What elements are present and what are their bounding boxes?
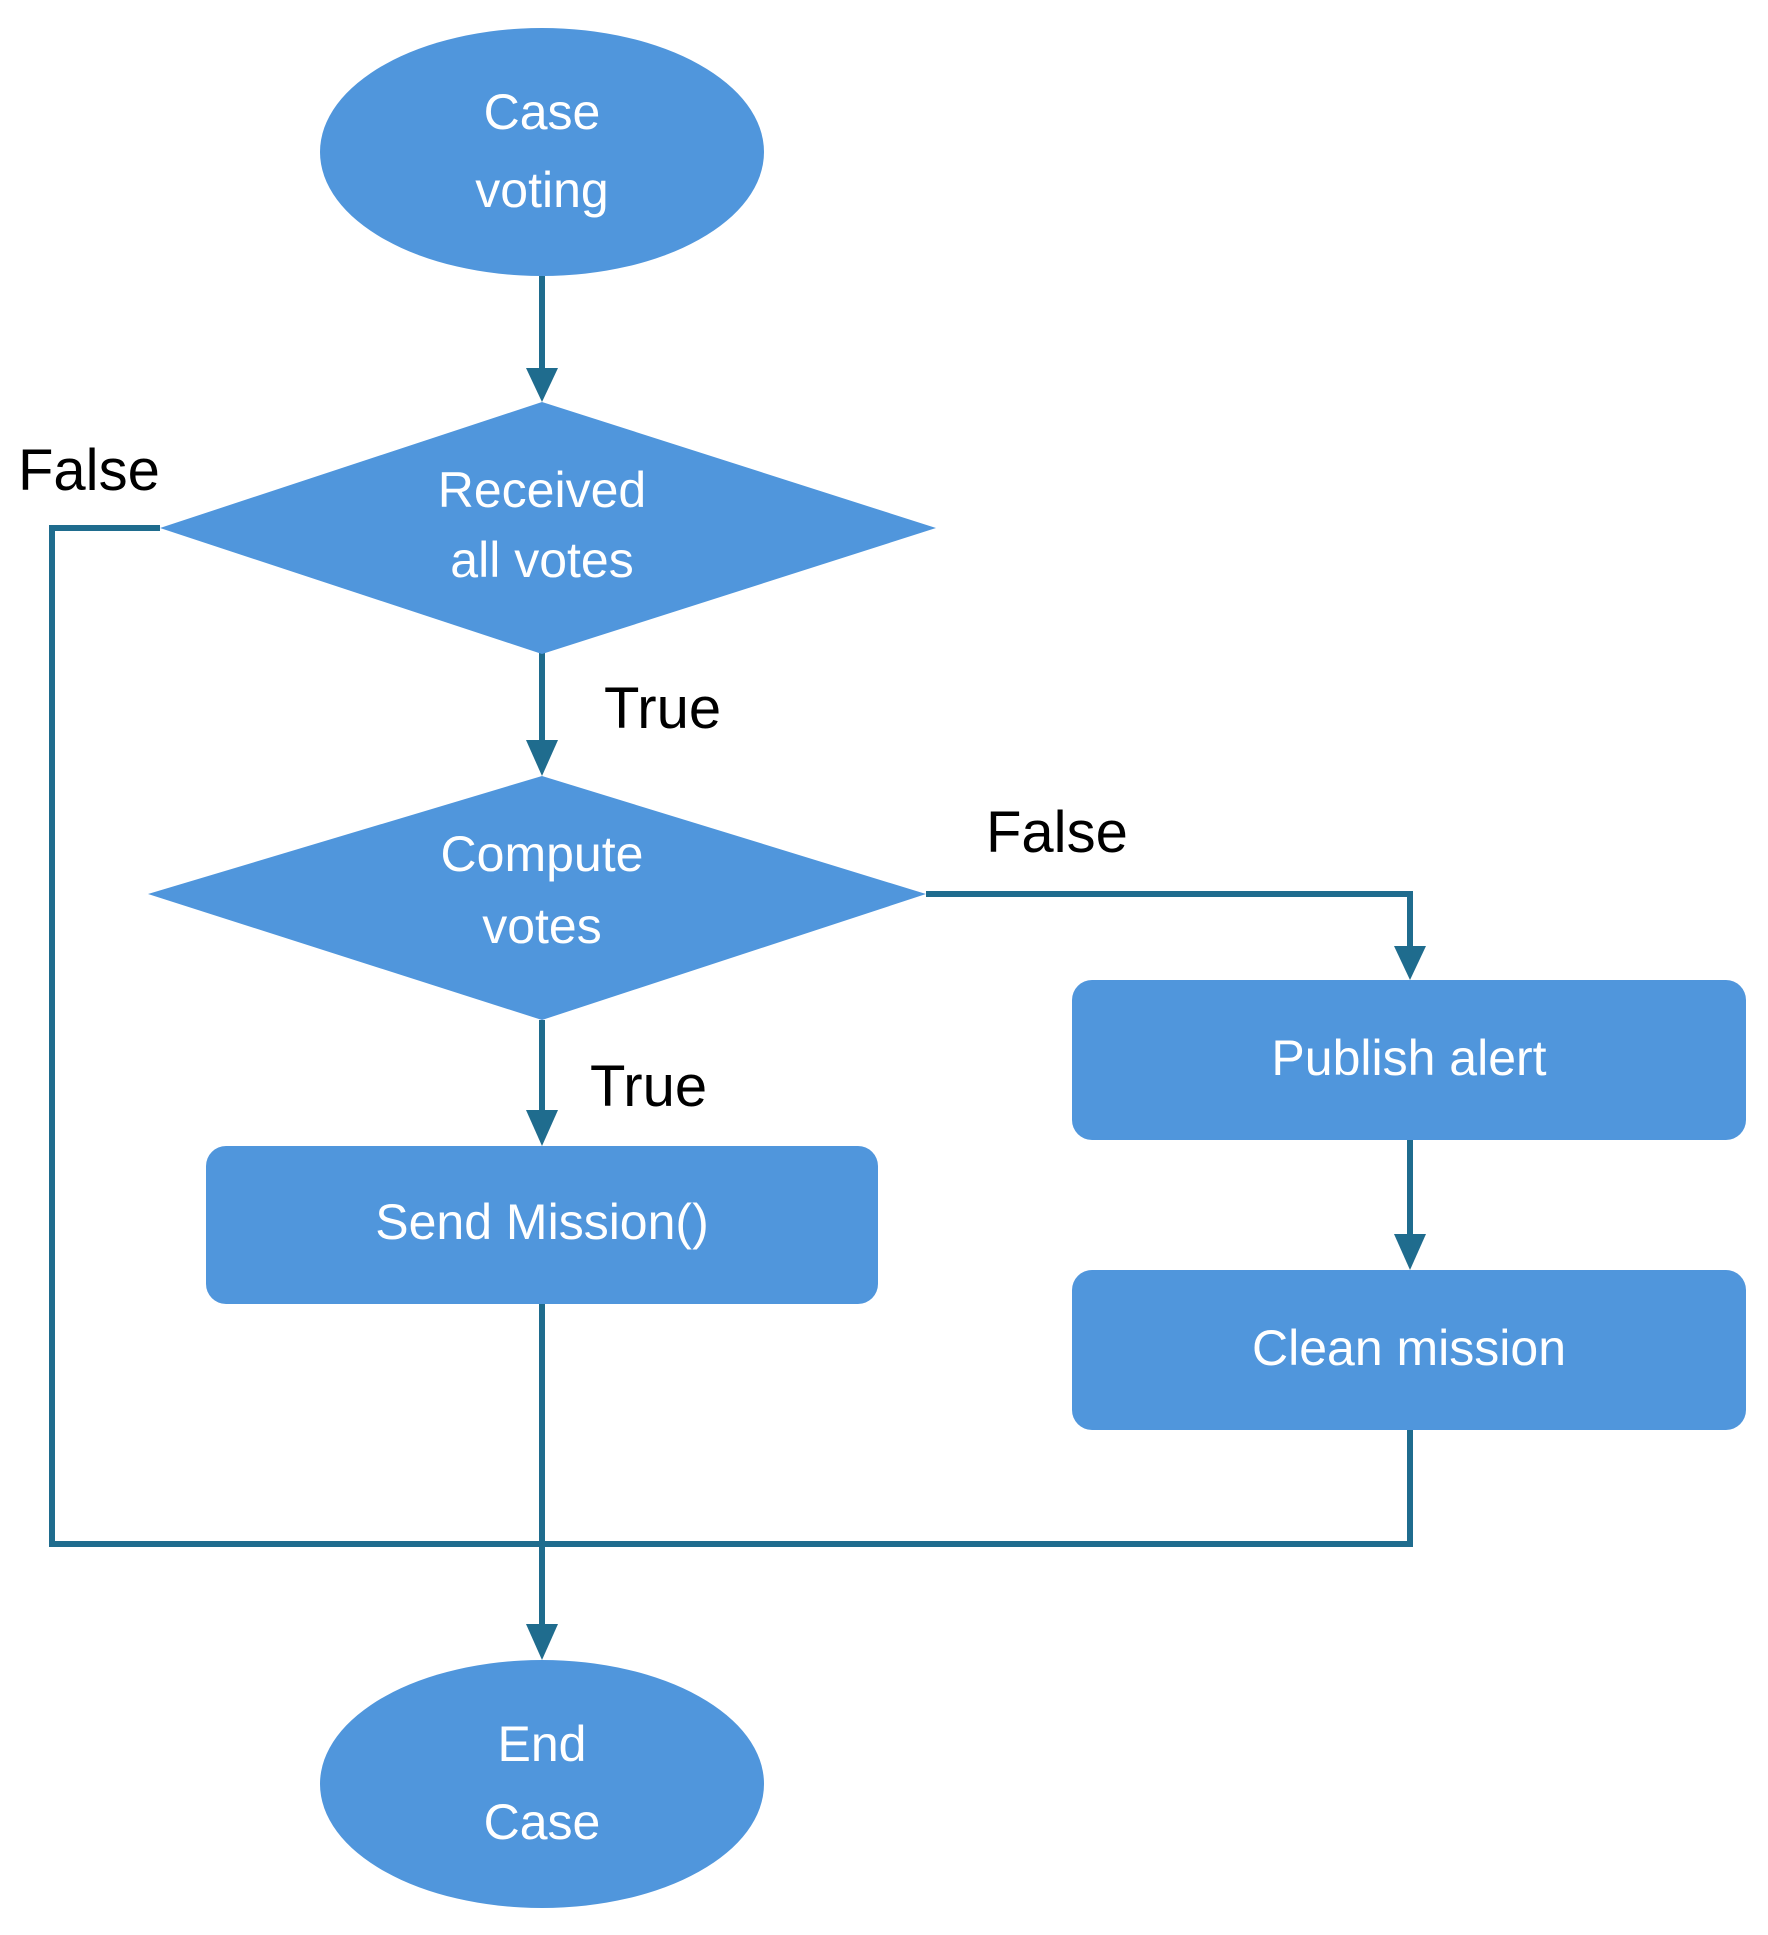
node-compute-line1: Compute: [441, 826, 644, 882]
node-case-voting: Case voting: [320, 28, 764, 276]
edge-publish-to-clean: [1394, 1140, 1426, 1270]
edge-start-to-received: [526, 276, 558, 402]
node-case-voting-line1: Case: [484, 84, 601, 140]
edge-compute-to-publish-alert: [926, 891, 1426, 980]
node-received-all-votes: Received all votes: [160, 402, 936, 654]
label-received-false: False: [18, 438, 160, 503]
node-send-mission-label: Send Mission(): [375, 1194, 708, 1250]
node-send-mission: Send Mission(): [206, 1146, 878, 1304]
node-compute-line2: votes: [482, 898, 602, 954]
node-end-case: End Case: [320, 1660, 764, 1908]
label-compute-true: True: [590, 1054, 707, 1119]
node-case-voting-line2: voting: [475, 162, 608, 218]
edge-compute-to-send-mission: [526, 1020, 558, 1146]
node-received-line1: Received: [438, 462, 646, 518]
edge-send-mission-to-end: [526, 1304, 558, 1660]
node-end-case-line2: Case: [484, 1794, 601, 1850]
label-compute-false: False: [986, 800, 1128, 865]
label-received-true: True: [604, 676, 721, 741]
edge-received-to-compute: [526, 652, 558, 776]
edge-received-false-loop: [49, 525, 1413, 1547]
node-clean-mission-label: Clean mission: [1252, 1320, 1566, 1376]
node-compute-votes: Compute votes: [148, 776, 926, 1020]
node-publish-alert: Publish alert: [1072, 980, 1746, 1140]
node-end-case-line1: End: [498, 1716, 587, 1772]
node-clean-mission: Clean mission: [1072, 1270, 1746, 1430]
node-received-line2: all votes: [450, 532, 633, 588]
node-publish-alert-label: Publish alert: [1271, 1030, 1546, 1086]
